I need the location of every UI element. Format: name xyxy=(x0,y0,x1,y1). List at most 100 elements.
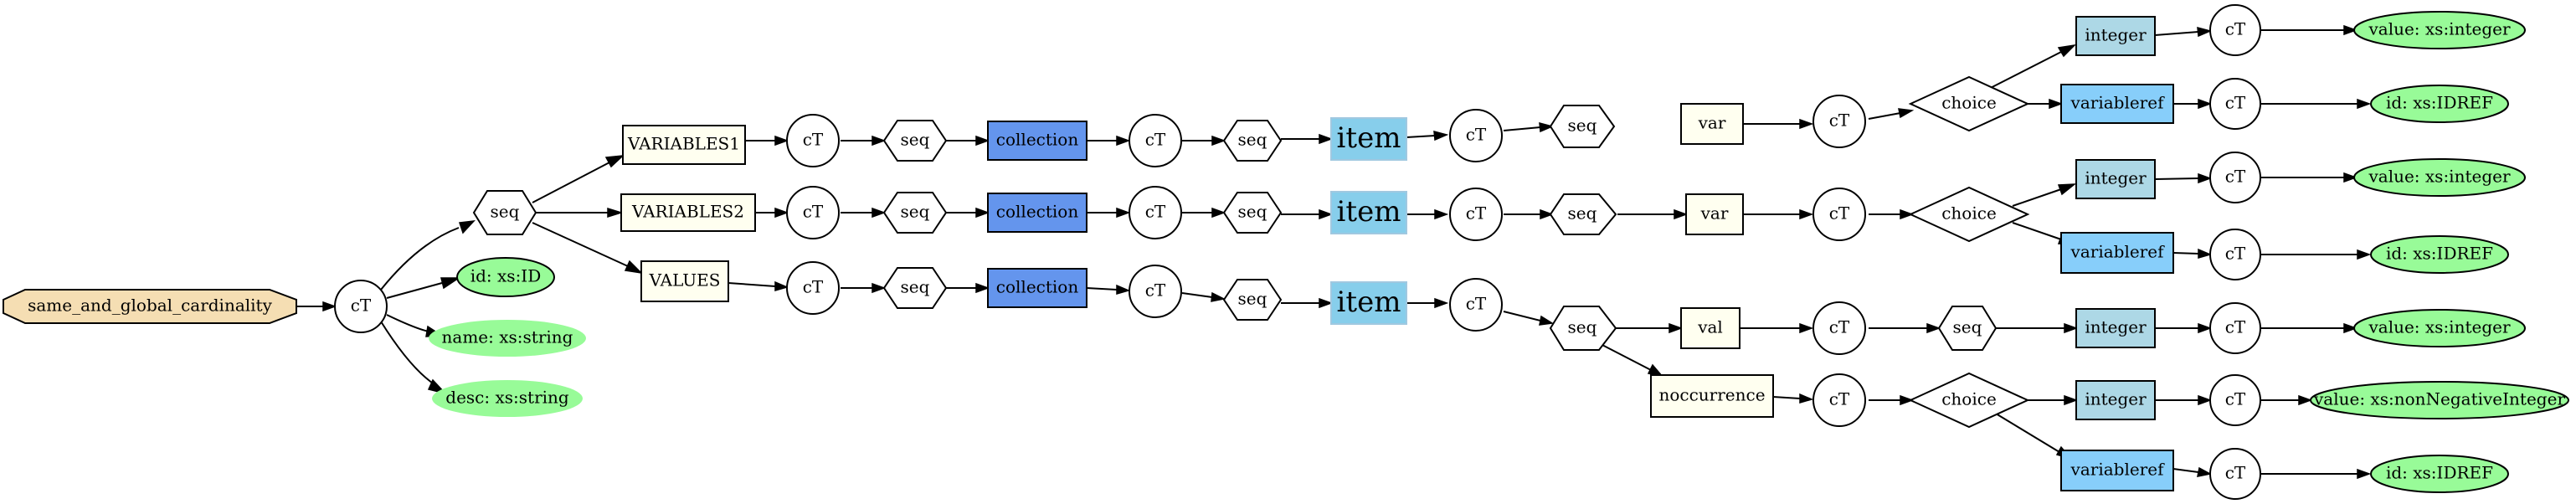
variableref-node-r1[interactable]: variableref xyxy=(2060,84,2174,124)
ct-node-r3b[interactable]: cT xyxy=(1129,265,1182,318)
ct-node-r2c[interactable]: cT xyxy=(1449,188,1503,241)
edge-r1-4-arrow xyxy=(1116,135,1131,147)
element-values-label: VALUES xyxy=(649,270,721,291)
edge-r2-vref-ct-arrow xyxy=(2198,248,2213,259)
seq-node-val[interactable]: seq xyxy=(1937,306,1998,351)
root-node[interactable]: same_and_global_cardinality xyxy=(3,289,297,324)
collection-node-r2[interactable]: collection xyxy=(987,193,1087,233)
edges xyxy=(297,24,2372,480)
ct-node-r1f[interactable]: cT xyxy=(2209,78,2261,130)
attr-value-r2-shape xyxy=(2353,158,2526,197)
seq-node-r3a[interactable]: seq xyxy=(882,267,948,309)
seq-node-root[interactable]: seq xyxy=(472,190,537,235)
ct-node-r2d[interactable]: cT xyxy=(1812,188,1866,241)
attr-id-label: id: xs:ID xyxy=(470,266,542,286)
attr-name-shape xyxy=(429,320,586,357)
seq-node-r1b[interactable]: seq xyxy=(1222,120,1283,162)
edge-r1-7 xyxy=(1406,135,1436,138)
attr-idref-r2[interactable]: id: xs:IDREF xyxy=(2370,235,2509,274)
root-label: same_and_global_cardinality xyxy=(28,296,272,316)
element-variables1[interactable]: VARIABLES1 xyxy=(622,125,746,165)
attr-value-r1[interactable]: value: xs:integer xyxy=(2353,11,2526,49)
edge-ctroot-id xyxy=(386,282,443,299)
ct-node-r3a[interactable]: cT xyxy=(786,261,840,315)
edge-r2-8-arrow xyxy=(1540,208,1555,220)
element-val[interactable]: val xyxy=(1680,307,1740,349)
edge-seq-vars1 xyxy=(532,162,610,203)
edge-root-ct-arrow xyxy=(322,301,337,312)
ct-node-r1e[interactable]: cT xyxy=(2209,4,2261,56)
attr-value-r2-label: value: xs:integer xyxy=(2368,167,2511,187)
attr-desc-label: desc: xs:string xyxy=(445,388,569,408)
seq-node-r3b[interactable]: seq xyxy=(1222,279,1283,321)
element-values[interactable]: VALUES xyxy=(640,260,729,302)
element-noccurrence[interactable]: noccurrence xyxy=(1650,374,1774,418)
element-var-r2[interactable]: var xyxy=(1685,193,1744,235)
seq-node-r3a-shape xyxy=(882,267,948,309)
item-node-r3[interactable]: item xyxy=(1330,281,1407,325)
edge-r2-int-ct xyxy=(2154,177,2199,180)
variableref-node-nocc[interactable]: variableref xyxy=(2060,450,2174,491)
ct-node-nocc3[interactable]: cT xyxy=(2209,448,2261,500)
choice-node-r1[interactable]: choice xyxy=(1908,75,2030,132)
attr-idref-nocc[interactable]: id: xs:IDREF xyxy=(2370,455,2509,493)
integer-node-nocc[interactable]: integer xyxy=(2075,380,2156,420)
attr-idref-nocc-shape xyxy=(2370,455,2509,493)
integer-node-r1[interactable]: integer xyxy=(2075,16,2156,56)
edge-r2-choice-int-arrow xyxy=(2057,183,2077,196)
ct-node-val2[interactable]: cT xyxy=(2209,302,2261,354)
integer-node-r2[interactable]: integer xyxy=(2075,159,2156,199)
element-var-r2-label: var xyxy=(1700,203,1729,224)
ct-node-r3c[interactable]: cT xyxy=(1449,278,1503,332)
ct-node-r1c[interactable]: cT xyxy=(1449,109,1503,162)
seq-node-r1c[interactable]: seq xyxy=(1549,105,1616,148)
attr-idref-r1[interactable]: id: xs:IDREF xyxy=(2370,85,2509,123)
seq-node-val-shape xyxy=(1937,306,1998,351)
seq-node-r1a[interactable]: seq xyxy=(882,120,948,162)
ct-node-r1b[interactable]: cT xyxy=(1129,114,1182,167)
ct-node-r2e[interactable]: cT xyxy=(2209,152,2261,203)
attr-value-val[interactable]: value: xs:integer xyxy=(2353,309,2526,347)
ct-node-r1d[interactable]: cT xyxy=(1812,95,1866,148)
seq-node-r2b-shape xyxy=(1222,192,1283,234)
seq-node-r2b[interactable]: seq xyxy=(1222,192,1283,234)
ct-node-r1b-shape xyxy=(1129,114,1182,167)
choice-node-nocc[interactable]: choice xyxy=(1908,372,2030,429)
seq-node-r3c[interactable]: seq xyxy=(1549,306,1617,351)
edge-ctroot-name xyxy=(386,314,429,332)
ct-node-r1a[interactable]: cT xyxy=(786,114,840,167)
seq-node-r2c[interactable]: seq xyxy=(1549,193,1617,235)
choice-node-r2[interactable]: choice xyxy=(1908,186,2030,243)
ct-node-nocc2[interactable]: cT xyxy=(2209,374,2261,426)
attr-desc-shape xyxy=(432,380,583,417)
integer-node-val[interactable]: integer xyxy=(2075,308,2156,348)
ct-node-r2b[interactable]: cT xyxy=(1129,186,1182,239)
variableref-node-r2[interactable]: variableref xyxy=(2060,232,2174,274)
attr-value-nocc[interactable]: value: xs:nonNegativeInteger xyxy=(2310,381,2569,419)
edge-r3-7-arrow xyxy=(1434,297,1449,309)
attr-name[interactable]: name: xs:string xyxy=(429,320,586,357)
ct-node-r1d-label: cT xyxy=(1829,111,1850,131)
attr-desc[interactable]: desc: xs:string xyxy=(432,380,583,417)
ct-node-r2f[interactable]: cT xyxy=(2209,229,2261,280)
ct-node-r2a[interactable]: cT xyxy=(786,186,840,239)
seq-node-r2a[interactable]: seq xyxy=(882,192,948,234)
collection-node-r3[interactable]: collection xyxy=(987,268,1087,308)
item-node-r2[interactable]: item xyxy=(1330,191,1407,234)
ct-node-nocc[interactable]: cT xyxy=(1812,373,1866,427)
seq-node-r2b-label: seq xyxy=(1238,202,1267,222)
ct-node-root[interactable]: cT xyxy=(334,280,388,333)
seq-node-r1c-label: seq xyxy=(1568,116,1597,136)
edge-ctval-seq-arrow xyxy=(1926,322,1941,334)
ct-node-r1c-shape xyxy=(1449,109,1503,162)
item-node-r1[interactable]: item xyxy=(1330,117,1407,161)
element-variables2[interactable]: VARIABLES2 xyxy=(620,193,756,232)
integer-node-val-label: integer xyxy=(2085,317,2147,337)
collection-node-r1[interactable]: collection xyxy=(987,121,1087,161)
attr-value-r2[interactable]: value: xs:integer xyxy=(2353,158,2526,197)
element-var-r1[interactable]: var xyxy=(1680,103,1744,145)
integer-node-r2-label: integer xyxy=(2085,168,2147,188)
edge-ctval2-val-arrow xyxy=(2343,322,2358,334)
ct-node-val[interactable]: cT xyxy=(1812,301,1866,355)
attr-id[interactable]: id: xs:ID xyxy=(456,257,555,297)
